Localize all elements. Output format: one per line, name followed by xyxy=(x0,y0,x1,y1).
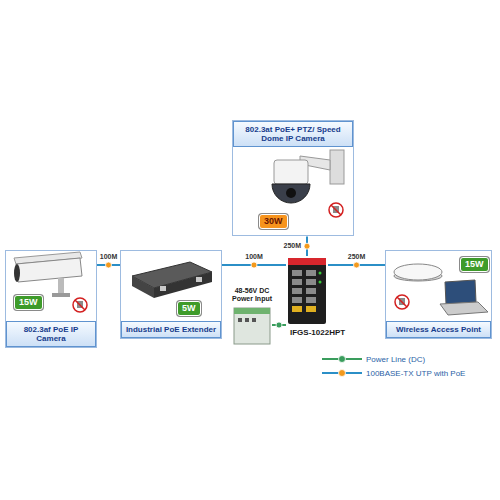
no-power-icon xyxy=(395,295,409,309)
power-input-label: 48-56V DC Power Input xyxy=(226,287,278,303)
no-power-icon-part xyxy=(73,298,87,312)
wattage-label: 15W xyxy=(15,296,42,309)
wattage-label: 30W xyxy=(260,215,287,228)
legend-line-sample xyxy=(322,354,362,364)
cable-dot xyxy=(354,262,360,268)
no-power-icon-part xyxy=(75,300,85,310)
device-box: Industrial PoE Extender 5W xyxy=(120,250,222,339)
power-supply-illustration xyxy=(234,308,270,344)
power-supply-illustration-part xyxy=(234,308,270,314)
switch-node: IFGS-1022HPT xyxy=(286,256,328,326)
no-power-icon-part xyxy=(397,297,407,307)
legend-dot xyxy=(339,370,346,377)
switch-illustration-part xyxy=(288,258,326,265)
poe-extender-illustration-part xyxy=(160,286,166,291)
power-supply-illustration-part xyxy=(245,318,249,322)
switch-illustration-part xyxy=(292,297,302,303)
legend-text: Power Line (DC) xyxy=(366,355,425,364)
model-label: IFGS-1022HPT xyxy=(290,329,345,338)
power-badge: 15W xyxy=(14,295,43,310)
ptz-camera-illustration-part xyxy=(286,188,296,198)
ptz-camera-illustration-part xyxy=(272,184,310,203)
legend-line-sample xyxy=(322,368,362,378)
link-speed-label: 100M xyxy=(99,253,119,261)
legend-row: Power Line (DC) xyxy=(322,352,465,366)
ptz-camera-illustration-part xyxy=(330,150,344,184)
power-badge: 5W xyxy=(177,301,201,316)
link-speed-label: 100M xyxy=(244,253,264,261)
no-power-icon xyxy=(73,298,87,312)
switch-illustration-part xyxy=(292,270,302,276)
switch-illustration-part xyxy=(306,288,316,294)
device-box: 802.3at PoE+ PTZ/ Speed Dome IP Camera 30… xyxy=(232,120,354,236)
power-supply-illustration-part xyxy=(234,308,270,344)
picture-area xyxy=(121,251,221,321)
picture-area xyxy=(233,147,353,235)
access-point-illustration-part xyxy=(394,264,442,280)
wattage-label: 5W xyxy=(178,302,200,315)
cable-dot xyxy=(304,243,310,249)
cable-dot xyxy=(251,262,257,268)
poe-extender-illustration-part xyxy=(154,272,212,298)
bullet-camera-illustration-part xyxy=(14,264,20,282)
device-title: Industrial PoE Extender xyxy=(121,321,221,338)
device-box: 802.3af PoE IP Camera 15W xyxy=(5,250,97,348)
power-badge: 15W xyxy=(460,257,489,272)
switch-illustration-part xyxy=(306,297,316,303)
no-power-icon-part xyxy=(395,295,409,309)
switch-illustration-part xyxy=(292,306,302,312)
ptz-camera-illustration-part xyxy=(274,160,308,184)
device-title: 802.3at PoE+ PTZ/ Speed Dome IP Camera xyxy=(233,121,353,147)
bullet-camera-illustration-part xyxy=(58,278,64,294)
switch-illustration-part xyxy=(319,272,322,275)
cable-dot xyxy=(106,262,112,268)
power-supply-illustration-part xyxy=(252,318,256,322)
link-speed-label: 250M xyxy=(282,242,302,250)
access-point-illustration-part xyxy=(445,280,476,304)
poe-extender-illustration-part xyxy=(196,277,202,282)
ptz-camera-illustration xyxy=(272,150,344,203)
device-box: Wireless Access Point 15W xyxy=(385,250,492,339)
no-power-icon-part xyxy=(331,205,341,215)
bullet-camera-illustration-part xyxy=(16,258,82,282)
switch-illustration-part xyxy=(306,279,316,285)
switch-illustration-part xyxy=(306,270,316,276)
power-badge: 30W xyxy=(259,214,288,229)
poe-extender-illustration-part xyxy=(132,276,154,298)
access-point-illustration-part xyxy=(440,302,488,315)
switch-illustration-part xyxy=(288,258,326,324)
wattage-label: 15W xyxy=(461,258,488,271)
bullet-camera-illustration xyxy=(14,252,82,297)
switch-illustration-part xyxy=(319,281,322,284)
switch-illustration xyxy=(288,258,326,324)
device-title: Wireless Access Point xyxy=(386,321,491,338)
no-power-icon xyxy=(329,203,343,217)
poe-extender-illustration xyxy=(132,262,212,298)
picture-area xyxy=(6,251,96,321)
no-power-icon-part xyxy=(329,203,343,217)
legend: Power Line (DC) 100BASE-TX UTP with PoE xyxy=(322,352,465,380)
switch-illustration-part xyxy=(292,279,302,285)
switch-illustration-part xyxy=(292,288,302,294)
switch-illustration-part xyxy=(306,306,316,312)
legend-row: 100BASE-TX UTP with PoE xyxy=(322,366,465,380)
link-speed-label: 250M xyxy=(347,253,367,261)
cable-dot xyxy=(276,322,282,328)
device-title: 802.3af PoE IP Camera xyxy=(6,321,96,347)
legend-text: 100BASE-TX UTP with PoE xyxy=(366,369,465,378)
legend-dot xyxy=(339,356,346,363)
bullet-camera-illustration-part xyxy=(52,293,70,297)
power-supply-illustration-part xyxy=(238,318,242,322)
power-supply-node: 48-56V DC Power Input xyxy=(232,306,272,346)
